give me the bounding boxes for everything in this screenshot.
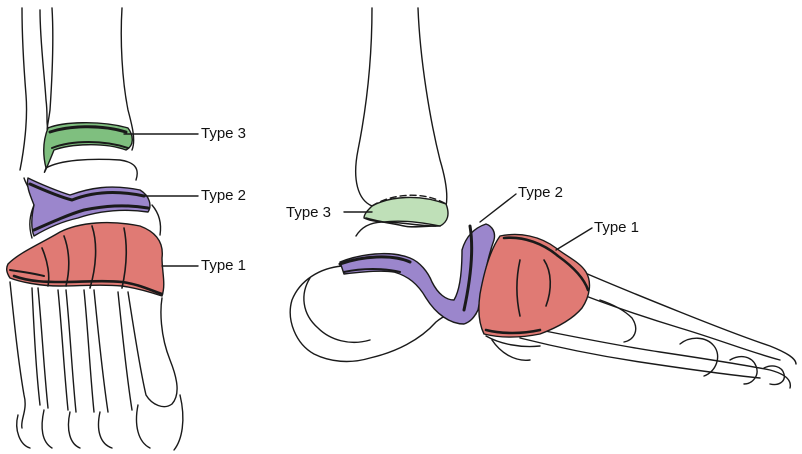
lateral-type3-label: Type 3 (286, 205, 331, 220)
lateral-type2-leader (480, 194, 516, 222)
lateral-type2-label: Type 2 (518, 185, 563, 200)
dorsal-type1-label: Type 1 (201, 258, 246, 273)
leg-posterior-outline (356, 8, 372, 206)
fibula-outline (20, 8, 27, 170)
fibula-inner (40, 10, 48, 128)
lateral-type1-leader (556, 228, 592, 250)
talus-outline (46, 159, 137, 180)
leg-anterior-outline (418, 8, 447, 206)
lateral-type1-label: Type 1 (594, 220, 639, 235)
dorsal-type2-label: Type 2 (201, 188, 246, 203)
lateral-type3-region (364, 197, 448, 226)
metatarsal-1 (10, 282, 25, 428)
dorsal-type3-label: Type 3 (201, 126, 246, 141)
lateral-type1-region (479, 235, 590, 338)
tibia-outline-left (47, 8, 53, 132)
